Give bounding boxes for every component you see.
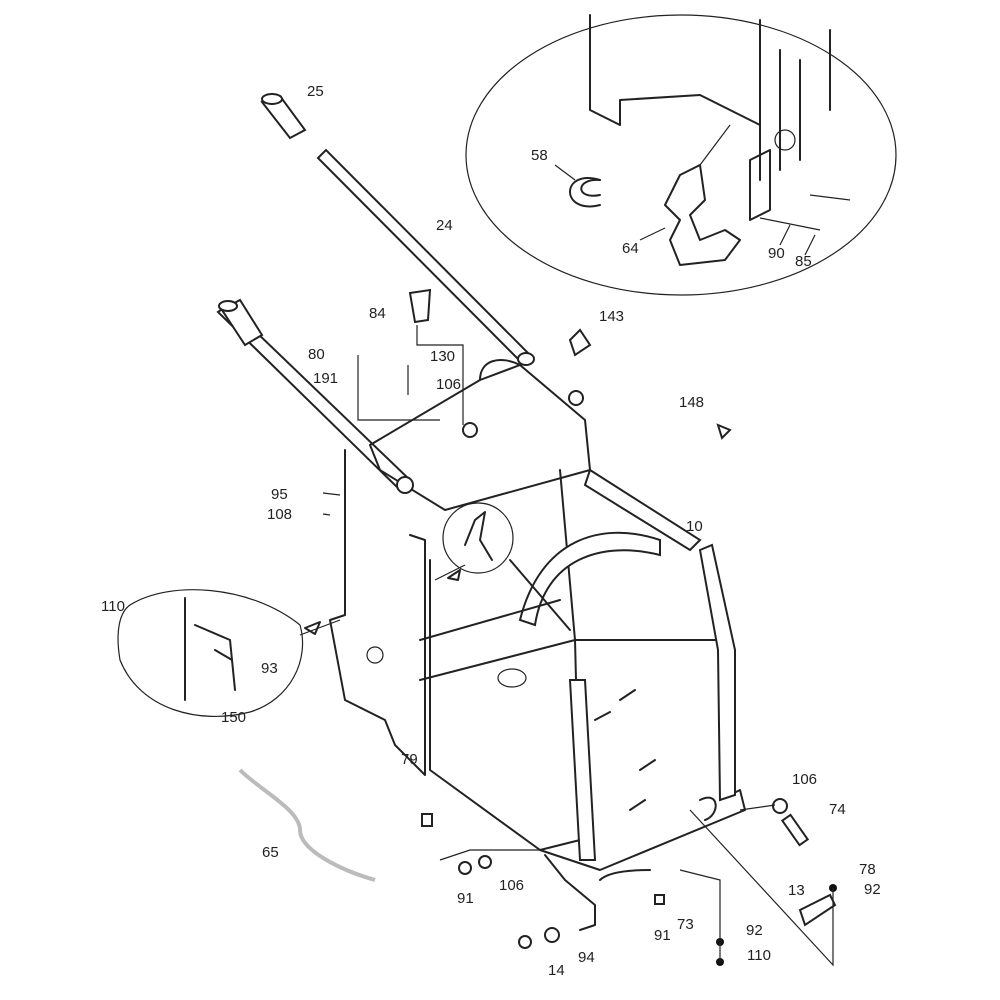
- callout-13: 13: [788, 882, 805, 899]
- callout-65: 65: [262, 844, 279, 861]
- callout-92: 92: [864, 881, 881, 898]
- callout-85: 85: [795, 253, 812, 270]
- callout-73: 73: [677, 916, 694, 933]
- callout-106: 106: [499, 877, 524, 894]
- callout-25: 25: [307, 83, 324, 100]
- callout-93: 93: [261, 660, 278, 677]
- callout-110: 110: [101, 598, 125, 615]
- callout-80: 80: [308, 346, 325, 363]
- callout-150: 150: [221, 709, 246, 726]
- callout-10: 10: [686, 518, 703, 535]
- callout-95: 95: [271, 486, 288, 503]
- callout-130: 130: [430, 348, 455, 365]
- callout-106: 106: [436, 376, 461, 393]
- callout-58: 58: [531, 147, 548, 164]
- handle-tubes: [216, 93, 535, 492]
- callout-91: 91: [654, 927, 671, 944]
- hardware-parts: [238, 288, 837, 967]
- callout-74: 74: [829, 801, 846, 818]
- callout-78: 78: [859, 861, 876, 878]
- callout-148: 148: [679, 394, 704, 411]
- callout-143: 143: [599, 308, 624, 325]
- callout-94: 94: [578, 949, 595, 966]
- callout-14: 14: [548, 962, 565, 979]
- callout-191: 191: [313, 370, 338, 387]
- callout-labels: 25 24 84 143 80 130 191 106 148 10 95 10…: [101, 83, 881, 979]
- callout-106: 106: [792, 771, 817, 788]
- callout-84: 84: [369, 305, 386, 322]
- detail-view-left: [117, 502, 514, 718]
- callout-108: 108: [267, 506, 292, 523]
- callout-110: 110: [747, 947, 771, 964]
- detail-view-top: [465, 14, 897, 296]
- callout-24: 24: [436, 217, 453, 234]
- callout-92: 92: [746, 922, 763, 939]
- callout-79: 79: [401, 751, 418, 768]
- main-frame: [329, 359, 746, 931]
- callout-90: 90: [768, 245, 785, 262]
- callout-91: 91: [457, 890, 474, 907]
- callout-64: 64: [622, 240, 639, 257]
